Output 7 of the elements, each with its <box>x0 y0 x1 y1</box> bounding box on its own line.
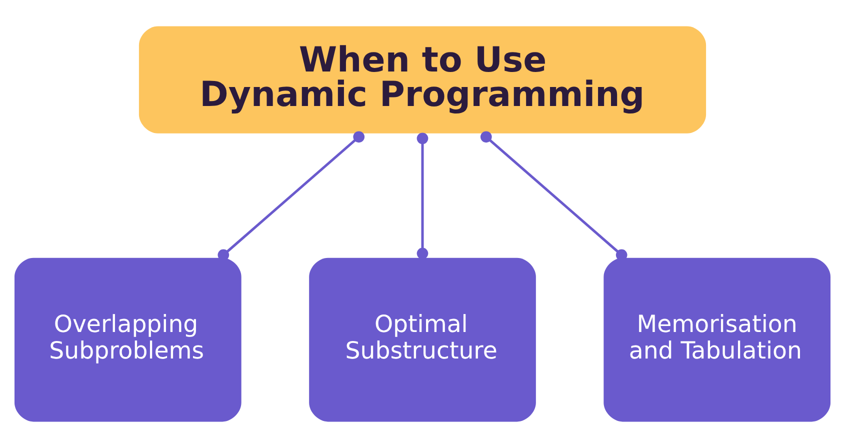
connector <box>480 130 628 260</box>
node-box: Optimal Substructure <box>309 257 536 422</box>
node-box: Memorisation and Tabulation <box>604 257 830 422</box>
node-box: When to Use Dynamic Programming <box>138 26 706 133</box>
connector <box>416 132 428 259</box>
node-box: Overlapping Subproblems <box>14 257 242 422</box>
connector <box>218 130 365 260</box>
